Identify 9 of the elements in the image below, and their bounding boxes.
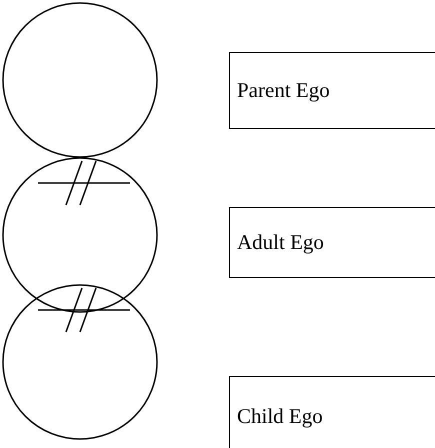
bracket-box — [229, 376, 435, 448]
ego-label: Parent Ego — [237, 78, 330, 103]
ego-circle — [2, 284, 158, 440]
bracket-box — [229, 52, 435, 129]
ego-circle — [2, 2, 158, 158]
ego-circle — [2, 157, 158, 313]
ego-label: Child Ego — [237, 404, 323, 428]
ego-label: Adult Ego — [237, 230, 324, 255]
bracket-box — [229, 207, 435, 278]
